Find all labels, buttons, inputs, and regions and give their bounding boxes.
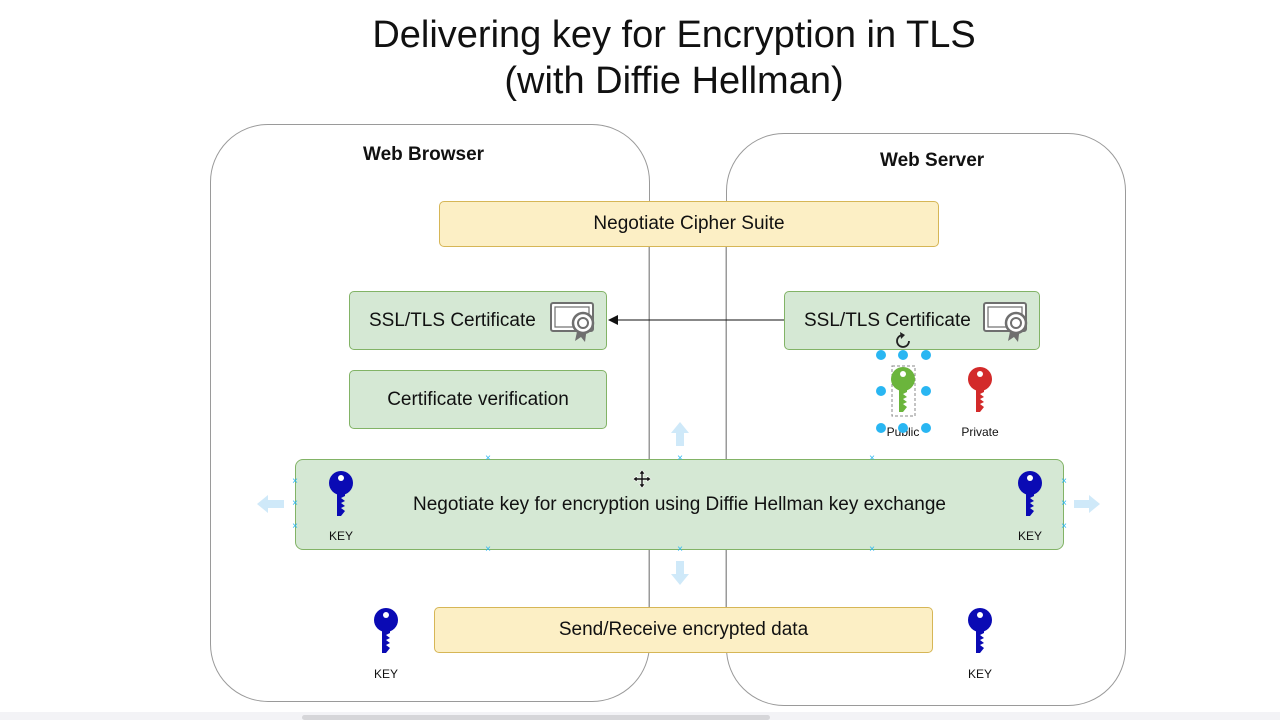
certificate-icon <box>983 302 1028 342</box>
send-receive-label: Send/Receive encrypted data <box>558 619 809 640</box>
connection-point[interactable]: × <box>292 498 298 509</box>
private-key-label: Private <box>961 425 999 439</box>
connection-point[interactable]: × <box>869 453 875 464</box>
horizontal-scrollbar[interactable] <box>302 715 770 720</box>
connection-point[interactable]: × <box>292 476 298 487</box>
diffie-hellman-step[interactable]: Negotiate key for encryption using Diffi… <box>295 459 1064 550</box>
resize-handle-sw[interactable] <box>876 423 886 433</box>
connection-point[interactable]: × <box>1061 521 1067 532</box>
session-key-icon[interactable] <box>1017 470 1043 522</box>
session-key-icon[interactable] <box>967 607 993 659</box>
connection-point[interactable]: × <box>1061 498 1067 509</box>
resize-handle-nw[interactable] <box>876 350 886 360</box>
resize-handle-w[interactable] <box>876 386 886 396</box>
connection-point[interactable]: × <box>292 521 298 532</box>
connection-point[interactable]: × <box>1061 476 1067 487</box>
resize-handle-se[interactable] <box>921 423 931 433</box>
data-left-key-label: KEY <box>373 667 398 681</box>
connection-point[interactable]: × <box>869 544 875 555</box>
resize-handle-ne[interactable] <box>921 350 931 360</box>
browser-certificate-step[interactable]: SSL/TLS Certificate <box>349 291 607 350</box>
browser-certificate-label: SSL/TLS Certificate <box>369 309 536 331</box>
negotiate-cipher-suite-step[interactable]: Negotiate Cipher Suite <box>439 201 939 247</box>
data-right-key-label: KEY <box>967 667 992 681</box>
page-title: Delivering key for Encryption in TLS (wi… <box>0 12 1280 104</box>
web-server-title: Web Server <box>880 150 985 171</box>
resize-handle-s[interactable] <box>898 423 908 433</box>
rotate-handle-icon[interactable] <box>896 332 910 348</box>
public-key-icon[interactable] <box>890 366 916 418</box>
connect-arrow-right[interactable] <box>1074 495 1100 513</box>
server-certificate-step[interactable]: SSL/TLS Certificate <box>784 291 1040 350</box>
title-line-2: (with Diffie Hellman) <box>504 60 844 102</box>
connect-arrow-down[interactable] <box>671 561 689 585</box>
send-receive-step[interactable]: Send/Receive encrypted data <box>434 607 933 653</box>
resize-handle-e[interactable] <box>921 386 931 396</box>
server-certificate-label: SSL/TLS Certificate <box>804 309 971 331</box>
certificate-icon <box>550 302 595 342</box>
certificate-verification-label: Certificate verification <box>387 388 569 410</box>
certificate-verification-step[interactable]: Certificate verification <box>349 370 607 429</box>
connect-arrow-left[interactable] <box>257 495 284 513</box>
move-cursor-icon <box>632 469 652 489</box>
web-browser-title: Web Browser <box>363 144 485 165</box>
connection-point[interactable]: × <box>485 544 491 555</box>
dh-left-key-label: KEY <box>328 529 353 543</box>
connection-point[interactable]: × <box>677 453 683 464</box>
resize-handle-n[interactable] <box>898 350 908 360</box>
diffie-hellman-label: Negotiate key for encryption using Diffi… <box>413 493 946 515</box>
session-key-icon[interactable] <box>328 470 354 522</box>
connect-arrow-up[interactable] <box>671 422 689 446</box>
connection-point[interactable]: × <box>485 453 491 464</box>
private-key-icon[interactable] <box>967 366 993 418</box>
connection-point[interactable]: × <box>677 544 683 555</box>
dh-right-key-label: KEY <box>1017 529 1042 543</box>
selection-outline <box>891 365 916 417</box>
negotiate-cipher-suite-label: Negotiate Cipher Suite <box>593 213 785 234</box>
session-key-icon[interactable] <box>373 607 399 659</box>
title-line-1: Delivering key for Encryption in TLS <box>372 14 976 56</box>
